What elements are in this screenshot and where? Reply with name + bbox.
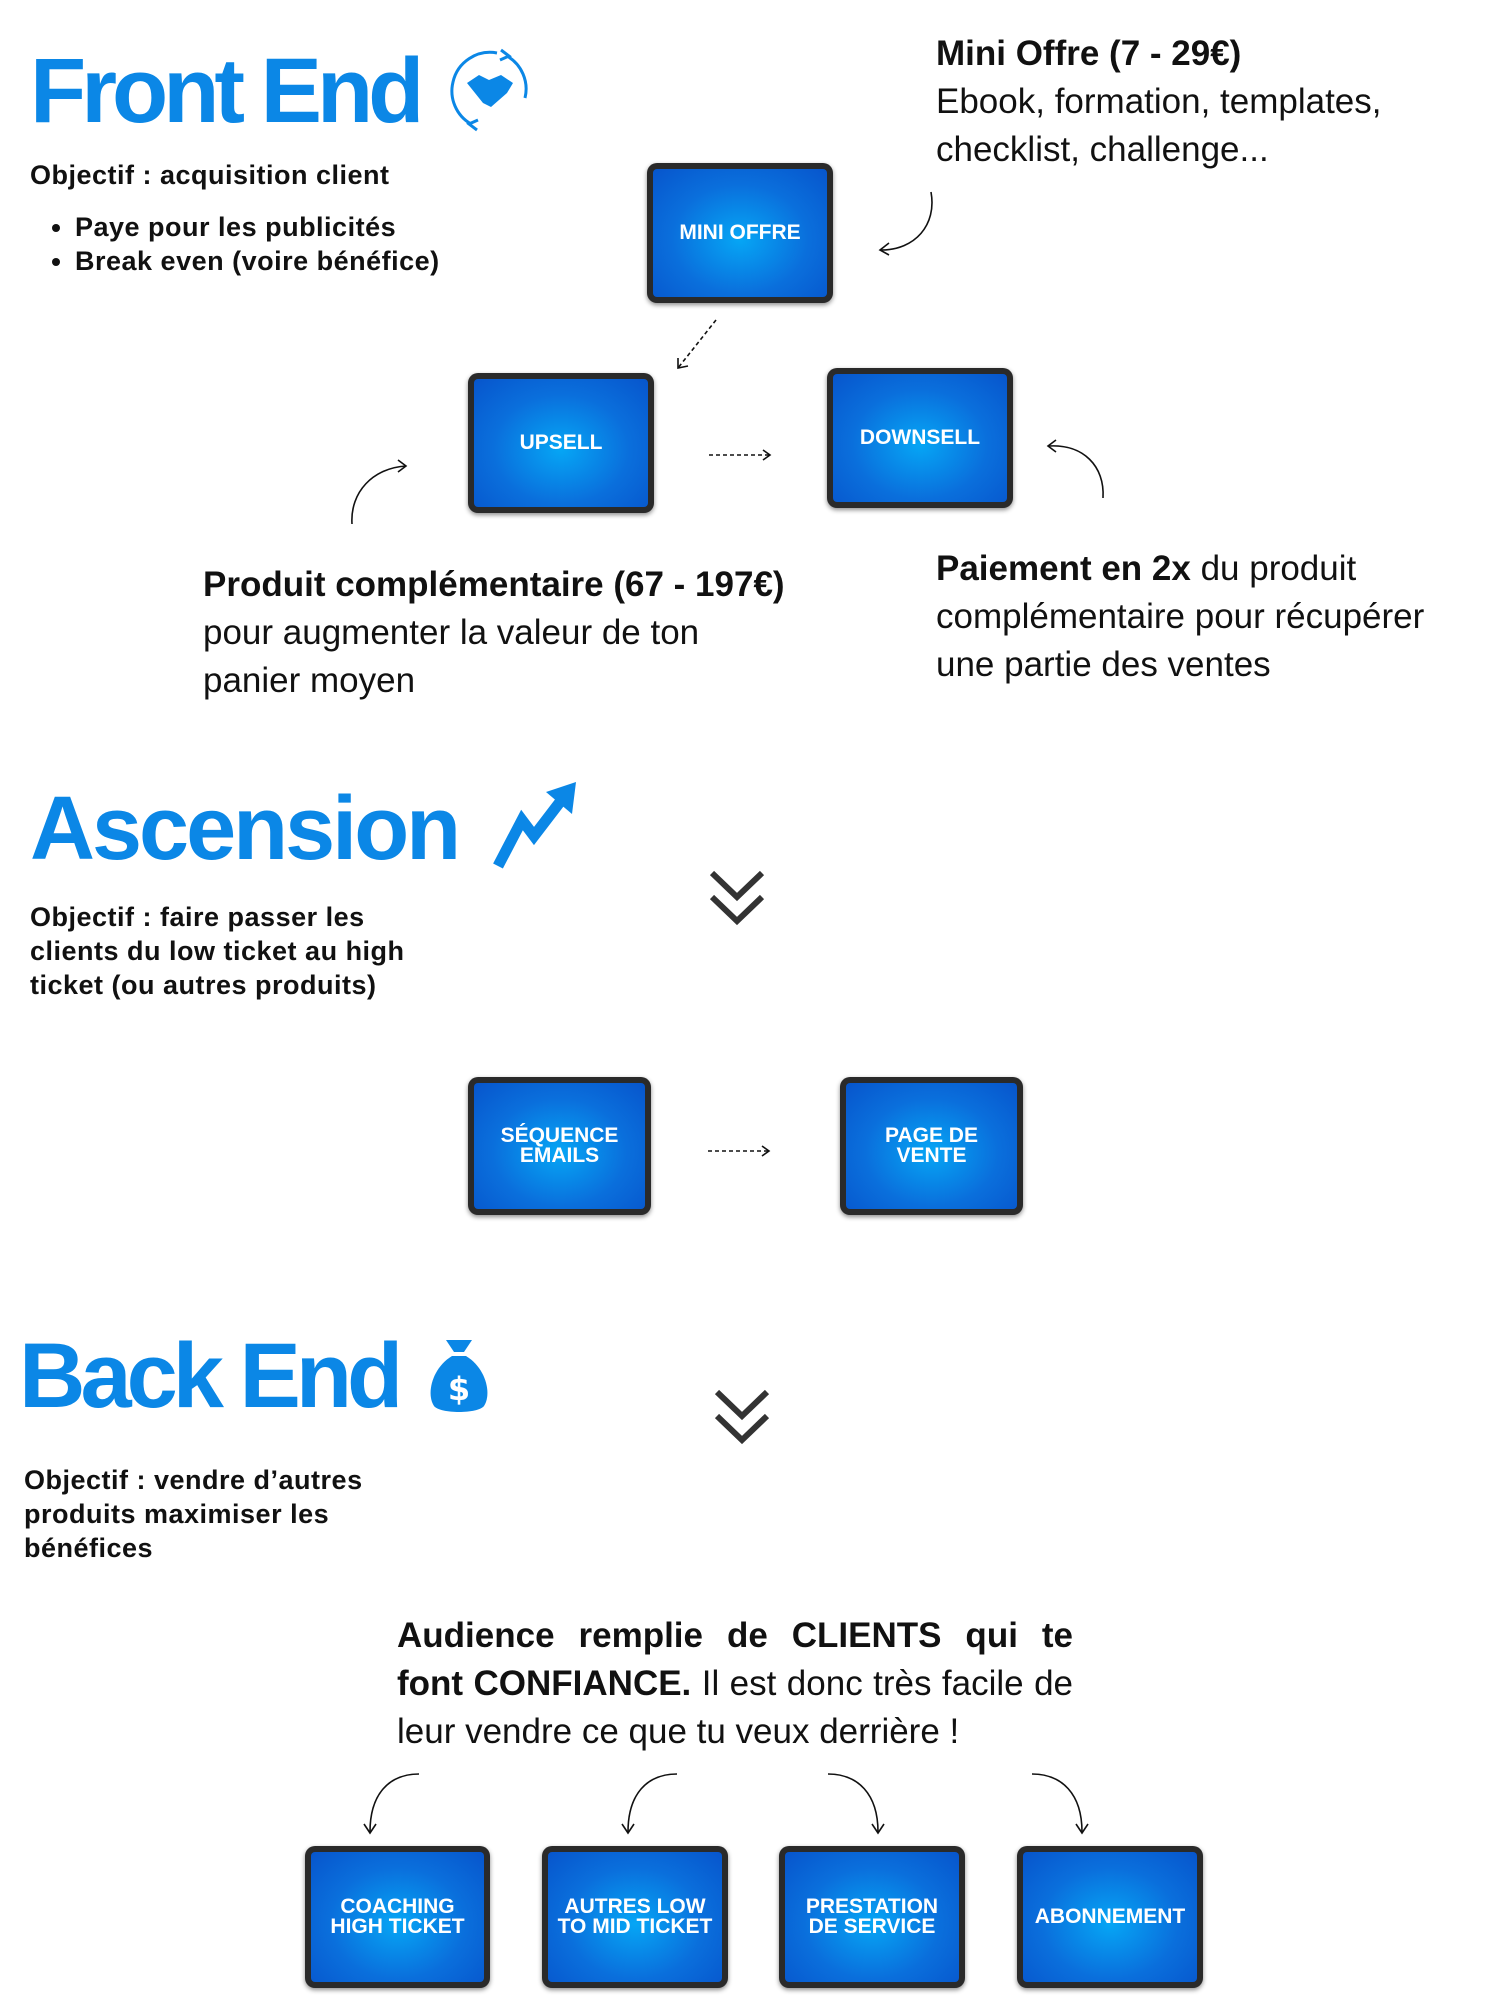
tablet-autres-low-mid-ticket: AUTRES LOW TO MID TICKET — [542, 1846, 728, 1988]
svg-text:$: $ — [448, 1370, 470, 1408]
upsell-description: Produit complémentaire (67 - 197€) pour … — [203, 561, 785, 705]
mini-offre-desc-line: Ebook, formation, templates, — [936, 82, 1382, 121]
money-bag-icon: $ — [430, 1340, 488, 1412]
curved-arrow-icon — [351, 459, 408, 525]
trend-up-arrow-icon — [493, 782, 576, 869]
tablet-label: AUTRES LOW TO MID TICKET — [548, 1852, 722, 1982]
mini-offre-desc-line: checklist, challenge... — [936, 130, 1269, 169]
upsell-desc-line: pour augmenter la valeur de ton — [203, 613, 700, 652]
objective-line: Objectif : vendre d’autres — [24, 1465, 363, 1495]
tablet-page-de-vente: PAGE DE VENTE — [840, 1077, 1023, 1215]
back-end-objective: Objectif : vendre d’autres produits maxi… — [24, 1463, 363, 1565]
bullet-item: Break even (voire bénéfice) — [75, 244, 440, 278]
tablet-label: SÉQUENCE EMAILS — [474, 1083, 645, 1209]
tablet-mini-offre: MINI OFFRE — [647, 163, 833, 303]
downsell-desc-line: une partie des ventes — [936, 645, 1271, 684]
tablet-sequence-emails: SÉQUENCE EMAILS — [468, 1077, 651, 1215]
dashed-arrow-icon — [677, 319, 717, 369]
tablet-upsell: UPSELL — [468, 373, 654, 513]
tablet-downsell: DOWNSELL — [827, 368, 1013, 508]
bullet-item: Paye pour les publicités — [75, 210, 440, 244]
curved-arrow-icon — [1046, 439, 1104, 499]
front-end-bullets: Paye pour les publicités Break even (voi… — [30, 210, 440, 278]
tablet-label: DOWNSELL — [833, 374, 1007, 502]
upsell-desc-line: panier moyen — [203, 661, 416, 700]
objective-line: clients du low ticket au high — [30, 936, 405, 966]
downsell-bold: Paiement en 2x — [936, 549, 1191, 588]
audience-rest: Il est donc très facile de leur vendre c… — [397, 1664, 1073, 1751]
tablet-label: MINI OFFRE — [653, 169, 827, 297]
dashed-arrow-icon — [709, 449, 772, 461]
mini-offre-heading: Mini Offre (7 - 29€) — [936, 34, 1242, 73]
audience-description: Audience remplie de CLIENTS qui te font … — [397, 1612, 1073, 1756]
tablet-label: PRESTATION DE SERVICE — [785, 1852, 959, 1982]
curved-arrow-icon — [621, 1773, 678, 1835]
curved-arrow-icon — [827, 1773, 885, 1835]
objective-line: Objectif : faire passer les — [30, 902, 365, 932]
double-chevron-down-icon — [709, 870, 765, 926]
tablet-label: COACHING HIGH TICKET — [311, 1852, 484, 1982]
tablet-abonnement: ABONNEMENT — [1017, 1846, 1203, 1988]
front-end-title: Front End — [30, 40, 424, 142]
front-end-objective: Objectif : acquisition client — [30, 160, 390, 190]
curved-arrow-icon — [363, 1773, 420, 1835]
objective-line: ticket (ou autres produits) — [30, 970, 377, 1000]
tablet-label: ABONNEMENT — [1023, 1852, 1197, 1982]
tablet-label: PAGE DE VENTE — [846, 1083, 1017, 1209]
downsell-description: Paiement en 2x du produit complémentaire… — [936, 545, 1424, 689]
tablet-prestation-de-service: PRESTATION DE SERVICE — [779, 1846, 965, 1988]
audience-bold: Audience remplie de CLIENTS qui te font … — [397, 1616, 1073, 1703]
objective-line: produits maximiser les — [24, 1499, 330, 1529]
handshake-cycle-icon — [450, 48, 528, 132]
tablet-label: UPSELL — [474, 379, 648, 507]
tablet-coaching-high-ticket: COACHING HIGH TICKET — [305, 1846, 490, 1988]
ascension-objective: Objectif : faire passer les clients du l… — [30, 900, 405, 1002]
downsell-desc-line: du produit — [1190, 549, 1357, 588]
curved-arrow-icon — [878, 191, 933, 256]
ascension-title: Ascension — [30, 779, 461, 879]
downsell-desc-line: complémentaire pour récupérer — [936, 597, 1425, 636]
curved-arrow-icon — [1031, 1773, 1089, 1835]
dashed-arrow-icon — [708, 1145, 771, 1157]
back-end-title: Back End — [19, 1325, 403, 1427]
objective-line: bénéfices — [24, 1533, 154, 1563]
double-chevron-down-icon — [714, 1389, 770, 1445]
mini-offre-description: Mini Offre (7 - 29€) Ebook, formation, t… — [936, 30, 1382, 174]
upsell-heading: Produit complémentaire (67 - 197€) — [203, 565, 785, 604]
